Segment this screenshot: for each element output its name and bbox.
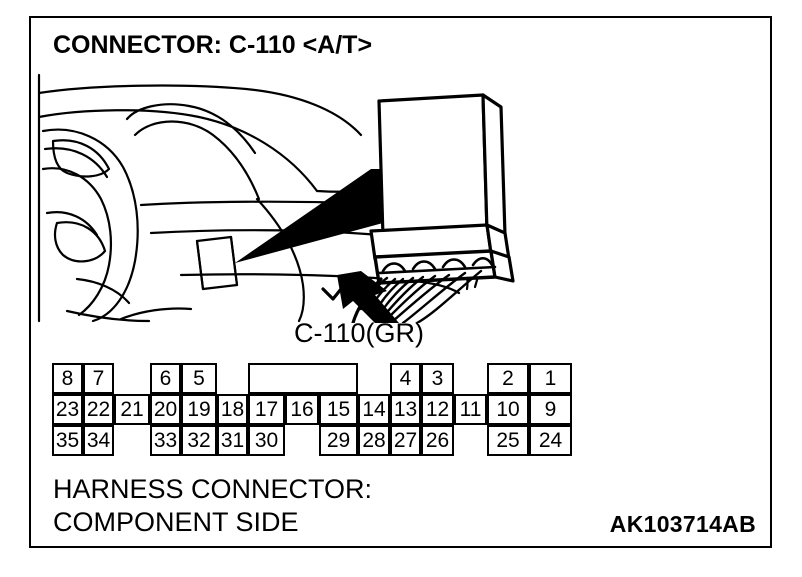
connector-component-body [351, 93, 515, 323]
pin-cell-5: 5 [181, 363, 217, 394]
pin-cell-17: 17 [248, 394, 285, 425]
pin-cell-24: 24 [529, 425, 572, 456]
pin-cell-3: 3 [421, 363, 454, 394]
pin-cell-blank [248, 363, 358, 394]
pin-cell-18: 18 [217, 394, 248, 425]
page-title: CONNECTOR: C-110 <A/T> [53, 31, 373, 59]
wedge-pointer [235, 169, 387, 263]
pin-cell-19: 19 [181, 394, 217, 425]
caption-line-1: HARNESS CONNECTOR: [53, 474, 373, 504]
pin-cell-empty [358, 363, 390, 394]
pin-cell-34: 34 [83, 425, 114, 456]
pin-cell-30: 30 [248, 425, 285, 456]
pin-cell-empty [454, 363, 487, 394]
tick-mark [321, 277, 351, 301]
pin-cell-14: 14 [358, 394, 390, 425]
connector-location-illustration [37, 73, 515, 323]
pin-cell-11: 11 [454, 394, 487, 425]
document-code: AK103714AB [609, 511, 756, 537]
pin-cell-12: 12 [421, 394, 454, 425]
pin-cell-28: 28 [358, 425, 390, 456]
pin-cell-16: 16 [285, 394, 319, 425]
pin-cell-26: 26 [421, 425, 454, 456]
pin-cell-empty [217, 363, 248, 394]
pin-cell-15: 15 [319, 394, 358, 425]
pin-cell-33: 33 [150, 425, 181, 456]
pin-cell-9: 9 [529, 394, 572, 425]
pin-cell-1: 1 [529, 363, 572, 394]
pin-cell-10: 10 [487, 394, 529, 425]
pin-cell-23: 23 [52, 394, 83, 425]
pin-cell-29: 29 [319, 425, 358, 456]
pin-cell-35: 35 [52, 425, 83, 456]
pin-cell-empty [114, 363, 150, 394]
pin-cell-25: 25 [487, 425, 529, 456]
pin-cell-13: 13 [390, 394, 421, 425]
pin-cell-empty [114, 425, 150, 456]
pin-cell-21: 21 [114, 394, 150, 425]
pin-cell-6: 6 [150, 363, 181, 394]
block-arrow [337, 271, 399, 323]
pin-cell-31: 31 [217, 425, 248, 456]
pin-cell-empty [285, 425, 319, 456]
pin-cell-27: 27 [390, 425, 421, 456]
pin-cell-empty [454, 425, 487, 456]
pin-cell-22: 22 [83, 394, 114, 425]
caption-line-2: COMPONENT SIDE [53, 507, 299, 537]
pin-cell-32: 32 [181, 425, 217, 456]
pin-cell-8: 8 [52, 363, 83, 394]
harness-caption: HARNESS CONNECTOR: COMPONENT SIDE [53, 473, 372, 539]
pin-cell-20: 20 [150, 394, 181, 425]
connector-callout-label: C-110(GR) [294, 318, 425, 348]
pin-cell-4: 4 [390, 363, 421, 394]
pin-cell-7: 7 [83, 363, 114, 394]
pin-cell-2: 2 [487, 363, 529, 394]
diagram-frame: CONNECTOR: C-110 <A/T> [29, 16, 772, 548]
